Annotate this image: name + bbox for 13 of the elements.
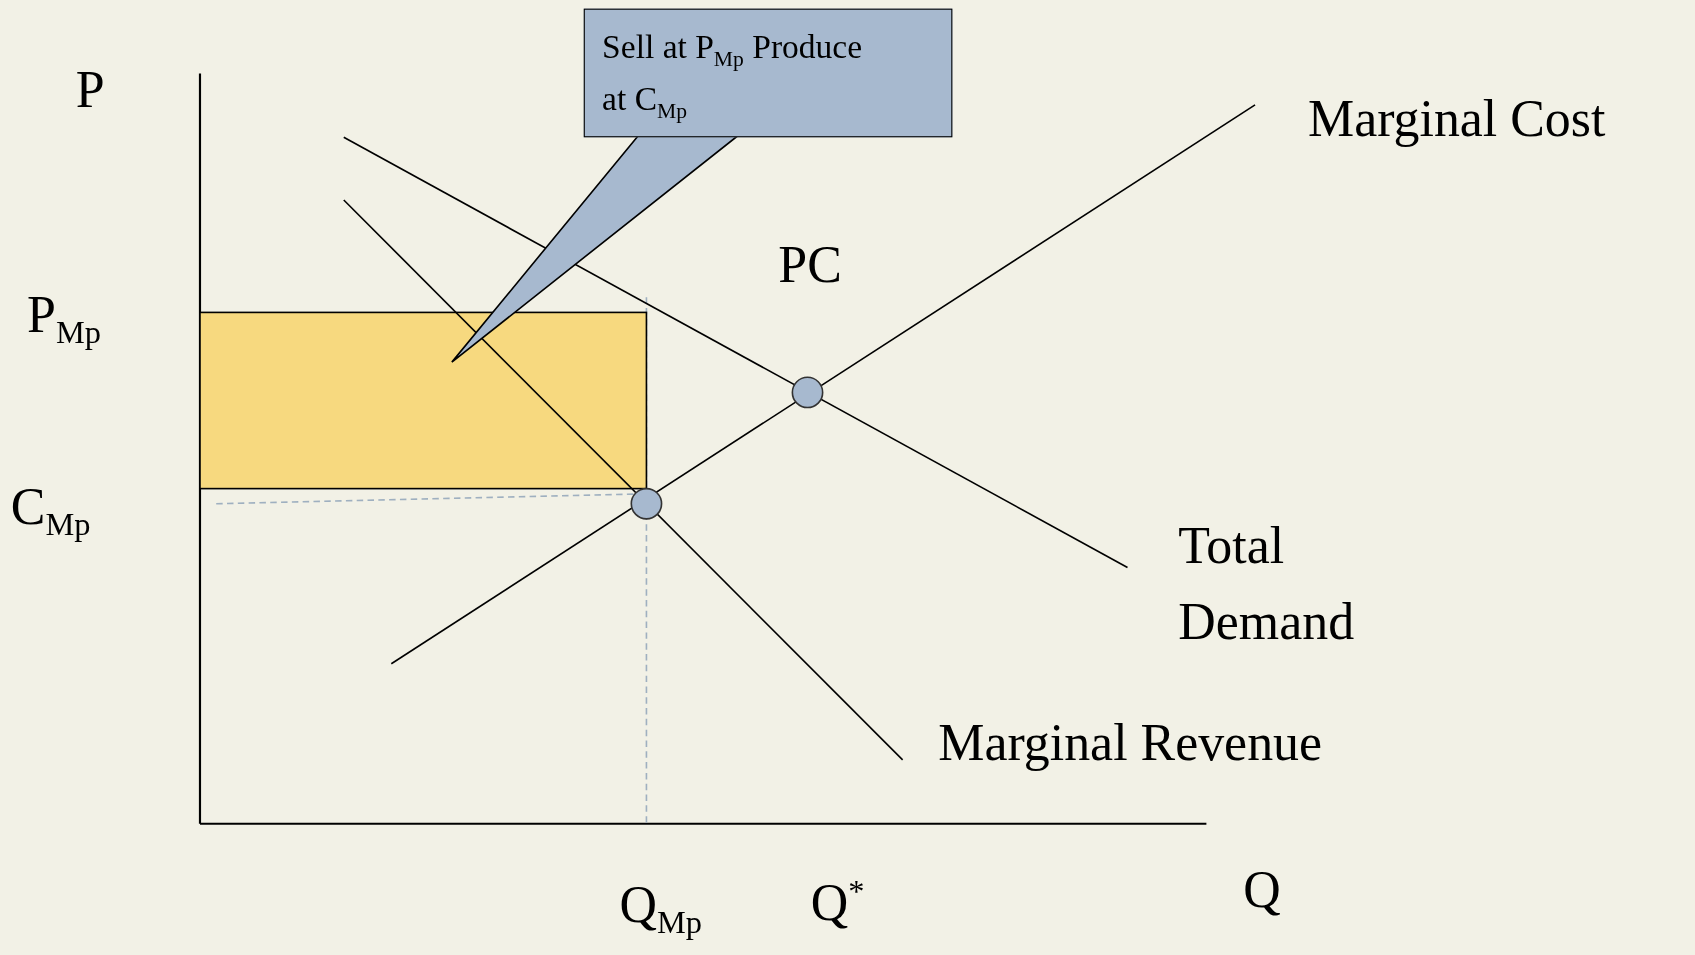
callout-box	[583, 8, 953, 138]
tick-label: P$_{Mp}$	[27, 287, 101, 349]
tick-label: C$_{Mp}$	[10, 479, 91, 542]
callout-text: Sell at P$_{Mp}$ Produce at C$_{Mp}$	[602, 27, 864, 125]
axis-label: Q	[1243, 862, 1281, 918]
curve-label: Total Demand	[1178, 515, 1356, 652]
surplus-area	[199, 311, 648, 490]
point-label: PC	[778, 237, 842, 293]
curve-label: Marginal Revenue	[938, 715, 1323, 771]
tick-label: Q$^{*}$	[810, 873, 865, 931]
curve-label: Marginal Cost	[1308, 91, 1606, 147]
axis-label: P	[75, 62, 105, 118]
tick-label: Q$_{Mp}$	[619, 877, 702, 939]
